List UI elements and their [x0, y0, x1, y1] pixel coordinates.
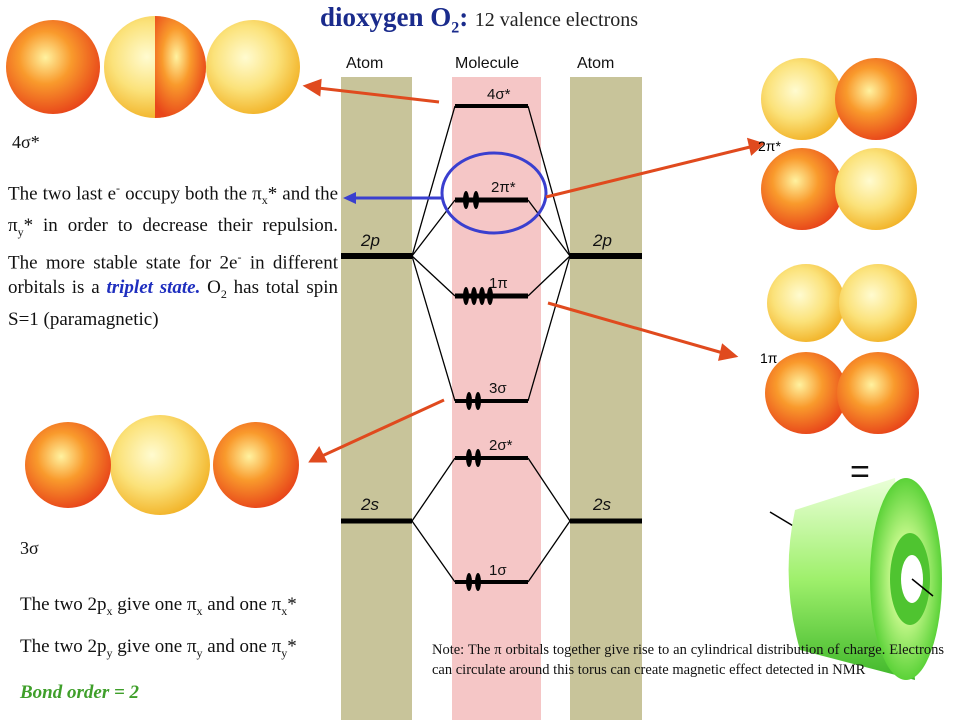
orbital-label-1pi: 1π [760, 350, 778, 366]
atom-column-right [570, 77, 642, 720]
triplet-arrowhead [343, 192, 356, 204]
py-combination-line: The two 2py give one πy and one πy* [20, 636, 297, 660]
triplet-state-term: triplet state. [106, 277, 201, 299]
mo-label-2pi-star: 2π* [491, 179, 516, 196]
triplet-explanation: The two last e- occupy both the πx* and … [8, 181, 338, 331]
orbital-label-3sigma: 3σ [20, 538, 39, 558]
orbital-2pi-star [761, 58, 917, 230]
px-combination-line: The two 2px give one πx and one πx* [20, 594, 297, 618]
orbital-4sigma-star [6, 16, 300, 118]
header-atom-right: Atom [577, 55, 614, 72]
bond-order: Bond order = 2 [20, 682, 140, 703]
mo-label-1sigma: 1σ [489, 562, 507, 579]
label-2s-right: 2s [592, 495, 611, 514]
mo-label-2sigma-star: 2σ* [489, 437, 513, 454]
mo-label-1pi: 1π [489, 275, 508, 292]
orbital-3sigma [25, 415, 299, 515]
torus-note: Note: The π orbitals together give rise … [432, 642, 944, 678]
electron-pairs [463, 191, 493, 591]
equals-sign: = [850, 453, 870, 491]
orbital-label-2pi-star: 2π* [758, 138, 781, 154]
molecule-column [452, 77, 541, 720]
label-2p-right: 2p [592, 231, 612, 250]
pointer-arrows [302, 78, 765, 463]
orbital-label-4sigma-star: 4σ* [12, 132, 40, 152]
highlight-circle [440, 151, 548, 235]
pi-cylinder-torus [769, 478, 942, 680]
label-2s-left: 2s [360, 495, 379, 514]
page-title: dioxygen O2: 12 valence electrons [320, 2, 639, 37]
header-molecule: Molecule [455, 55, 519, 72]
orbital-1pi [765, 264, 919, 434]
mo-label-3sigma: 3σ [489, 380, 507, 397]
label-2p-left: 2p [360, 231, 380, 250]
header-atom-left: Atom [346, 55, 383, 72]
mo-label-4sigma-star: 4σ* [487, 86, 511, 103]
atom-column-left [341, 77, 412, 720]
